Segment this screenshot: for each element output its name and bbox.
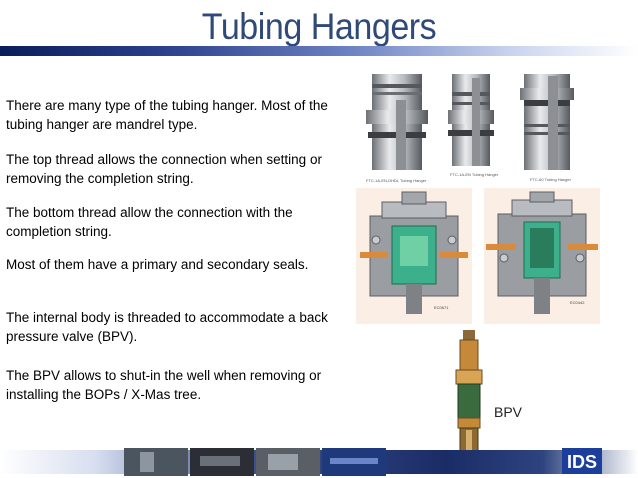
paragraph-seals: Most of them have a primary and secondar… — [6, 257, 309, 272]
hanger-caption-2: FTC-1A-EN Tubing Hanger — [450, 172, 499, 177]
hanger-caption-3: FTC-60 Tubing Hanger — [530, 177, 571, 182]
paragraph-bottom-thread: The bottom thread allow the connection w… — [6, 205, 293, 239]
tubing-hanger-illustration-3 — [520, 74, 574, 170]
hanger-caption-1: FTC-1A-EN-DHDL Tubing Hanger — [366, 178, 427, 183]
paragraph-hanger-types: There are many type of the tubing hanger… — [6, 98, 328, 132]
tubing-hanger-illustration-1 — [366, 74, 428, 170]
paragraph-bpv: The BPV allows to shut-in the well when … — [6, 368, 322, 402]
ids-logo-text: IDS — [567, 452, 597, 472]
paragraph-internal-body: The internal body is threaded to accommo… — [6, 310, 328, 344]
section-code-1: EC0671 — [434, 305, 449, 310]
section-code-2: EC0442 — [570, 300, 585, 305]
title-underline-bar — [0, 46, 638, 56]
page-title: Tubing Hangers — [201, 6, 437, 47]
tubing-hanger-illustration-2 — [448, 74, 494, 166]
wellhead-cross-section-1 — [356, 188, 472, 324]
wellhead-cross-section-2 — [484, 188, 600, 324]
footer-banner — [0, 448, 638, 476]
bpv-label: BPV — [494, 404, 523, 420]
paragraph-top-thread: The top thread allows the connection whe… — [6, 152, 322, 186]
ids-logo: IDS — [562, 448, 602, 474]
